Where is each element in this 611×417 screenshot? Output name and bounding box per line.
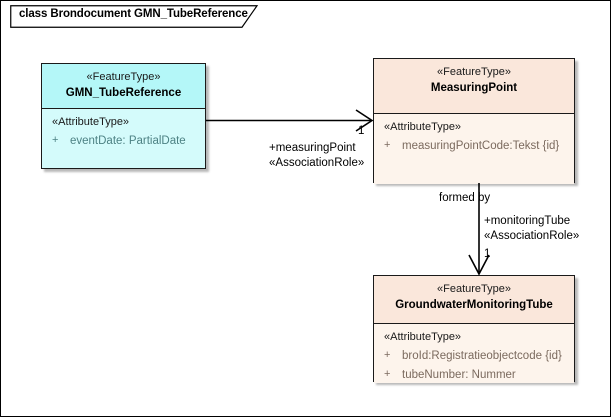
- class-stereotype: «FeatureType»: [437, 283, 511, 295]
- diagram-title: class Brondocument GMN_TubeReference: [19, 8, 248, 20]
- attribute-stereotype: «AttributeType»: [384, 331, 462, 343]
- attribute-text: measuringPointCode:Tekst {id}: [402, 140, 560, 152]
- class-stereotype: «FeatureType»: [86, 71, 161, 83]
- association-measuringpoint[interactable]: [206, 109, 374, 132]
- class-name: GMN_TubeReference: [65, 87, 182, 99]
- diagram-title-tab: class Brondocument GMN_TubeReference: [10, 5, 260, 28]
- attribute-row: + broId:Registratieobjectcode {id}: [374, 346, 574, 365]
- attribute-text: broId:Registratieobjectcode {id}: [402, 350, 562, 362]
- class-name: GroundwaterMonitoringTube: [395, 299, 553, 311]
- association-name-formed-by: formed by: [439, 192, 491, 204]
- attribute-visibility: +: [384, 139, 391, 151]
- class-attributes-groundwatermonitoringtube: «AttributeType» + broId:Registratieobjec…: [374, 324, 574, 383]
- class-header-measuringpoint: «FeatureType» MeasuringPoint: [374, 59, 574, 114]
- class-name: MeasuringPoint: [430, 82, 518, 94]
- role-name-monitoringtube: +monitoringTube: [484, 215, 571, 227]
- title-tab-shape: [10, 5, 259, 28]
- class-box-groundwatermonitoringtube[interactable]: «FeatureType» GroundwaterMonitoringTube …: [373, 275, 575, 383]
- attribute-visibility: +: [384, 368, 391, 380]
- attribute-row: + measuringPointCode:Tekst {id}: [374, 136, 574, 155]
- attribute-stereotype: «AttributeType»: [384, 121, 462, 133]
- multiplicity-measuringpoint: 1: [358, 125, 365, 137]
- multiplicity-monitoringtube: 1: [484, 248, 491, 260]
- attribute-visibility: +: [52, 134, 59, 146]
- attribute-row: + eventDate: PartialDate: [42, 131, 205, 150]
- class-attributes-gmn-tubereference: «AttributeType» + eventDate: PartialDate: [42, 109, 205, 168]
- attribute-text: eventDate: PartialDate: [70, 135, 186, 147]
- class-header-groundwatermonitoringtube: «FeatureType» GroundwaterMonitoringTube: [374, 276, 574, 324]
- class-header-gmn-tubereference: «FeatureType» GMN_TubeReference: [42, 64, 205, 109]
- role-name-measuringpoint: +measuringPoint: [269, 142, 356, 154]
- class-box-gmn-tubereference[interactable]: «FeatureType» GMN_TubeReference «Attribu…: [41, 63, 206, 169]
- attribute-visibility: +: [384, 349, 391, 361]
- role-stereotype-measuringpoint: «AssociationRole»: [269, 157, 365, 169]
- attribute-row: + tubeNumber: Nummer: [374, 365, 574, 384]
- class-stereotype: «FeatureType»: [437, 66, 511, 78]
- class-box-measuringpoint[interactable]: «FeatureType» MeasuringPoint «AttributeT…: [373, 58, 575, 184]
- class-attributes-measuringpoint: «AttributeType» + measuringPointCode:Tek…: [374, 114, 574, 184]
- role-stereotype-monitoringtube: «AssociationRole»: [484, 230, 580, 242]
- attribute-text: tubeNumber: Nummer: [402, 369, 516, 381]
- attribute-stereotype: «AttributeType»: [52, 116, 130, 128]
